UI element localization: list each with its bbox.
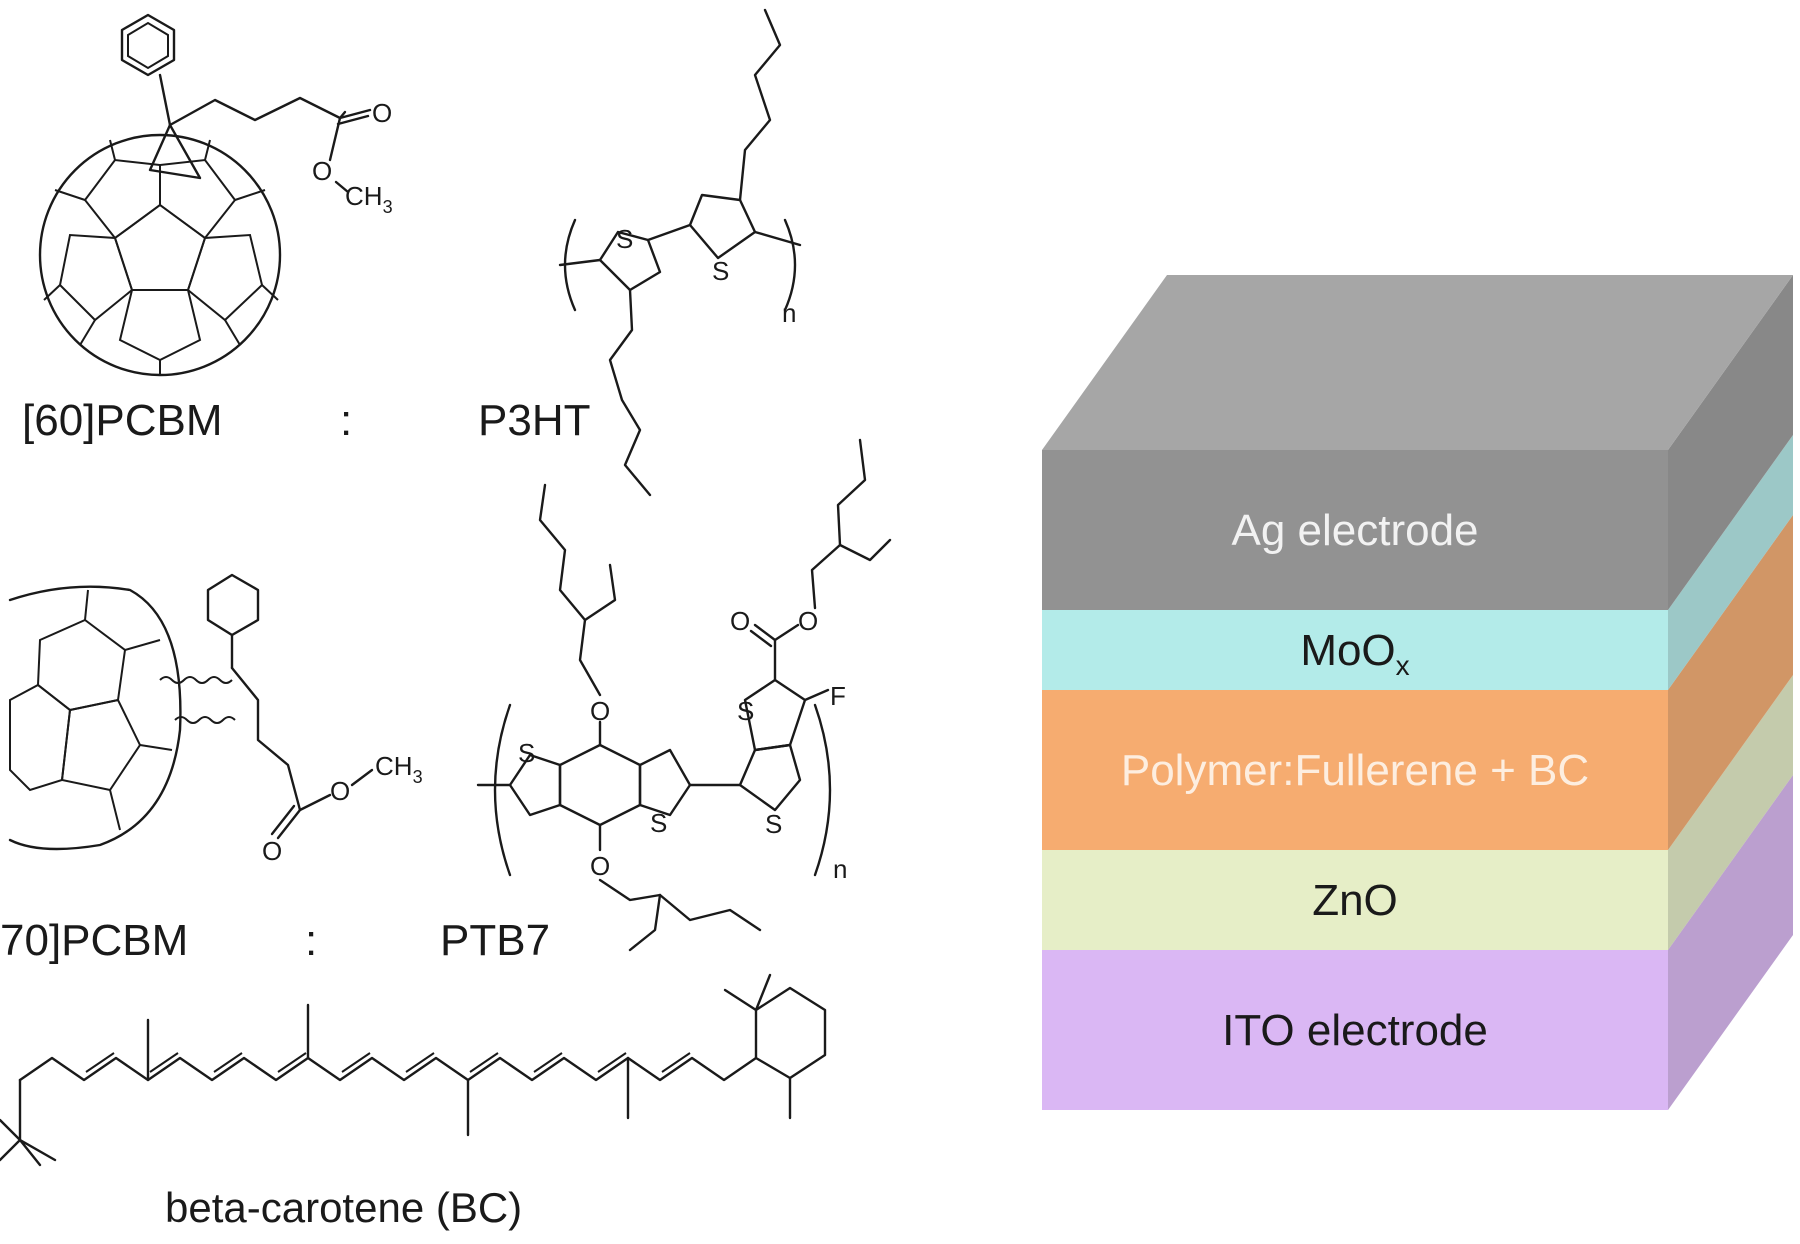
ptb7-ester-oxygen: O [798, 606, 818, 636]
ptb7-repeat-n: n [833, 854, 847, 884]
ptb7-alkoxy-oxygen-1: O [590, 696, 610, 726]
ptb7-sulfur-1: S [518, 738, 535, 768]
layer-side-face [1668, 515, 1793, 850]
ptb7-sulfur-3: S [737, 696, 754, 726]
pcbm60-structure: O O CH3 [38, 13, 393, 377]
p3ht-repeat-n: n [782, 298, 796, 328]
layer-label: MoOx [1300, 626, 1409, 681]
p3ht-label: P3HT [478, 396, 590, 445]
layer-front-face [1042, 450, 1668, 610]
ptb7-sulfur-4: S [765, 809, 782, 839]
ptb7-structure: n S S O O S S F O O [476, 438, 892, 952]
device-stack: ITO electrode ZnO Polymer:Fullerene + BC Mo… [1042, 275, 1793, 1110]
pc70-ester-oxygen: O [330, 776, 350, 806]
layer-label: Ag electrode [1231, 506, 1478, 555]
ptb7-sulfur-2: S [650, 808, 667, 838]
pc60-label: [60]PCBM [22, 396, 223, 445]
layer-front-face [1042, 690, 1668, 850]
pc70-carbonyl-oxygen: O [262, 836, 282, 866]
pc60-ester-oxygen: O [312, 156, 332, 186]
layer-ag-electrode: Ag electrode [1042, 275, 1793, 610]
layer-side-face [1668, 435, 1793, 690]
layer-side-face [1668, 675, 1793, 950]
ptb7-carbonyl-oxygen: O [730, 606, 750, 636]
ptb7-label: PTB7 [440, 916, 550, 965]
layer-label: ITO electrode [1222, 1006, 1488, 1055]
ptb7-fluorine: F [830, 681, 846, 711]
pc60-carbonyl-oxygen: O [372, 98, 392, 128]
layer-front-face [1042, 950, 1668, 1110]
p3ht-sulfur-2: S [712, 256, 729, 286]
pc70-methyl: CH3 [375, 751, 423, 787]
layer-polymer-fullerene-bc: Polymer:Fullerene + BC [1042, 515, 1793, 850]
p3ht-structure: n S S [558, 8, 802, 497]
layer-label: ZnO [1312, 876, 1398, 925]
separator-1: : [340, 396, 352, 445]
beta-carotene-structure [0, 973, 827, 1167]
separator-2: : [305, 916, 317, 965]
p3ht-sulfur-1: S [616, 224, 633, 254]
layer-top-face [1042, 275, 1793, 450]
layer-side-face [1668, 775, 1793, 1110]
layer-moo: MoOx [1042, 435, 1793, 690]
layer-front-face [1042, 610, 1668, 690]
layer-side-face [1668, 275, 1793, 610]
pc70-label: 70]PCBM [0, 916, 188, 965]
bc-label: beta-carotene (BC) [165, 1184, 522, 1231]
layer-front-face [1042, 850, 1668, 950]
pcbm70-structure: O O CH3 [8, 573, 423, 866]
layer-zno: ZnO [1042, 675, 1793, 950]
pc60-methyl: CH3 [345, 181, 393, 217]
ptb7-alkoxy-oxygen-2: O [590, 851, 610, 881]
layer-ito-electrode: ITO electrode [1042, 775, 1793, 1110]
layer-label: Polymer:Fullerene + BC [1121, 746, 1589, 795]
